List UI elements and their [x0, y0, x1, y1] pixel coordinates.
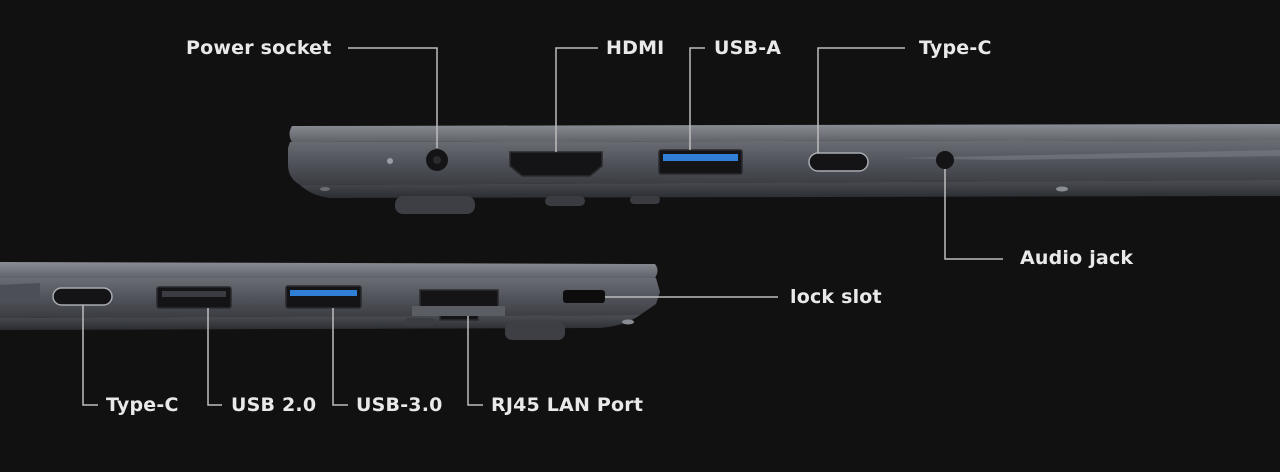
type-c-top-leader	[817, 47, 905, 153]
rj45-leader	[467, 316, 483, 406]
top-laptop-base	[300, 180, 1280, 198]
type-c-top-label: Type-C	[919, 37, 992, 59]
top-laptop-foot	[395, 196, 475, 214]
usb-2-port-icon	[156, 286, 232, 309]
usb-3-label: USB-3.0	[356, 394, 443, 416]
rj45-label: RJ45 LAN Port	[491, 394, 644, 416]
leader-lines	[82, 47, 1003, 406]
led-indicator-icon	[387, 158, 393, 164]
power-socket-leader	[348, 47, 438, 148]
top-laptop-lid	[289, 124, 1280, 142]
top-laptop-side	[288, 124, 1280, 214]
hdmi-leader	[555, 47, 598, 152]
usb-a-label: USB-A	[714, 37, 782, 59]
audio-jack-label: Audio jack	[1020, 247, 1134, 269]
bottom-laptop-foot	[505, 322, 565, 340]
hdmi-port-icon	[509, 151, 603, 177]
type-c-port-icon	[52, 287, 113, 306]
bottom-laptop-base	[0, 315, 640, 330]
audio-jack-icon	[936, 151, 954, 169]
lock-slot-label: lock slot	[790, 286, 882, 308]
usb-3-port-icon	[285, 285, 362, 309]
usb-2-leader	[207, 308, 222, 406]
bottom-laptop-side	[0, 262, 660, 340]
usb-3-leader	[332, 308, 348, 406]
audio-jack-leader	[944, 169, 1003, 260]
lock-slot-icon	[563, 290, 605, 303]
bottom-laptop-lid	[0, 262, 658, 278]
power-socket-label: Power socket	[186, 37, 332, 59]
usb-a-leader	[689, 47, 705, 150]
type-c-bottom-label: Type-C	[106, 394, 179, 416]
type-c-bottom-leader	[82, 305, 98, 406]
usb-a-port-icon	[658, 149, 743, 175]
type-c-port-icon	[808, 152, 869, 172]
usb-2-label: USB 2.0	[231, 394, 317, 416]
hdmi-label: HDMI	[606, 37, 665, 59]
